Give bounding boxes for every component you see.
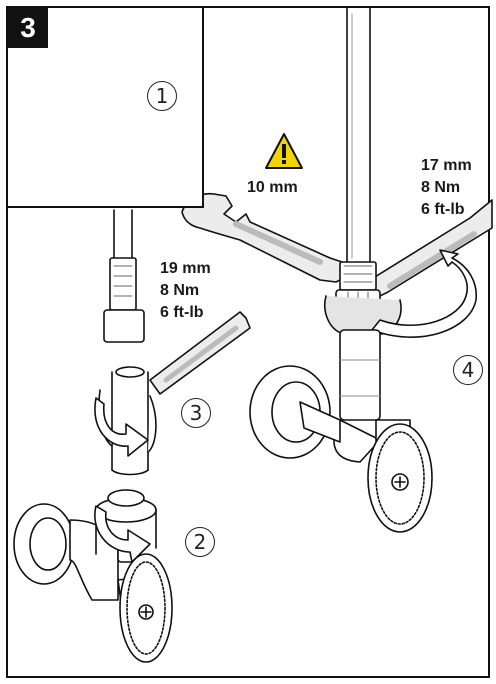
rotation-arrow-4 [371, 249, 477, 338]
open-end-wrench-19mm [149, 311, 251, 395]
hose-nut-left [103, 257, 145, 343]
escutcheon-right [249, 365, 341, 459]
spec-left-torque-ftlb: 6 ft-lb [160, 304, 204, 321]
callout-2: 2 [185, 527, 215, 557]
spec-left-size: 19 mm [160, 260, 211, 277]
warning-wrench-size: 10 mm [247, 177, 298, 199]
spec-right-torque-nm: 8 Nm [421, 179, 461, 196]
angle-valve-right [333, 329, 381, 463]
riser-pipe-right [346, 7, 371, 263]
spec-right-torque-ftlb: 6 ft-lb [421, 201, 465, 218]
valve-adapter-left [98, 366, 157, 476]
warning-triangle-icon [265, 133, 303, 169]
spec-block-left: 19 mm 8 Nm 6 ft-lb [160, 258, 211, 324]
callout-4: 4 [453, 355, 483, 385]
rotation-arrow-3 [94, 397, 149, 457]
angle-valve-left [13, 489, 157, 601]
spec-block-right: 17 mm 8 Nm 6 ft-lb [421, 155, 472, 221]
valve-handle-left [117, 553, 173, 663]
spec-right-size: 17 mm [421, 157, 472, 174]
valve-handle-right [367, 419, 433, 533]
callout-3: 3 [181, 398, 211, 428]
instruction-frame [6, 6, 490, 678]
spec-left-torque-nm: 8 Nm [160, 282, 200, 299]
step-number-badge: 3 [8, 8, 48, 48]
warning-size-label: 10 mm [247, 179, 298, 196]
rotation-arrow-2 [94, 505, 151, 563]
callout-1: 1 [147, 81, 177, 111]
hose-left [113, 209, 133, 261]
